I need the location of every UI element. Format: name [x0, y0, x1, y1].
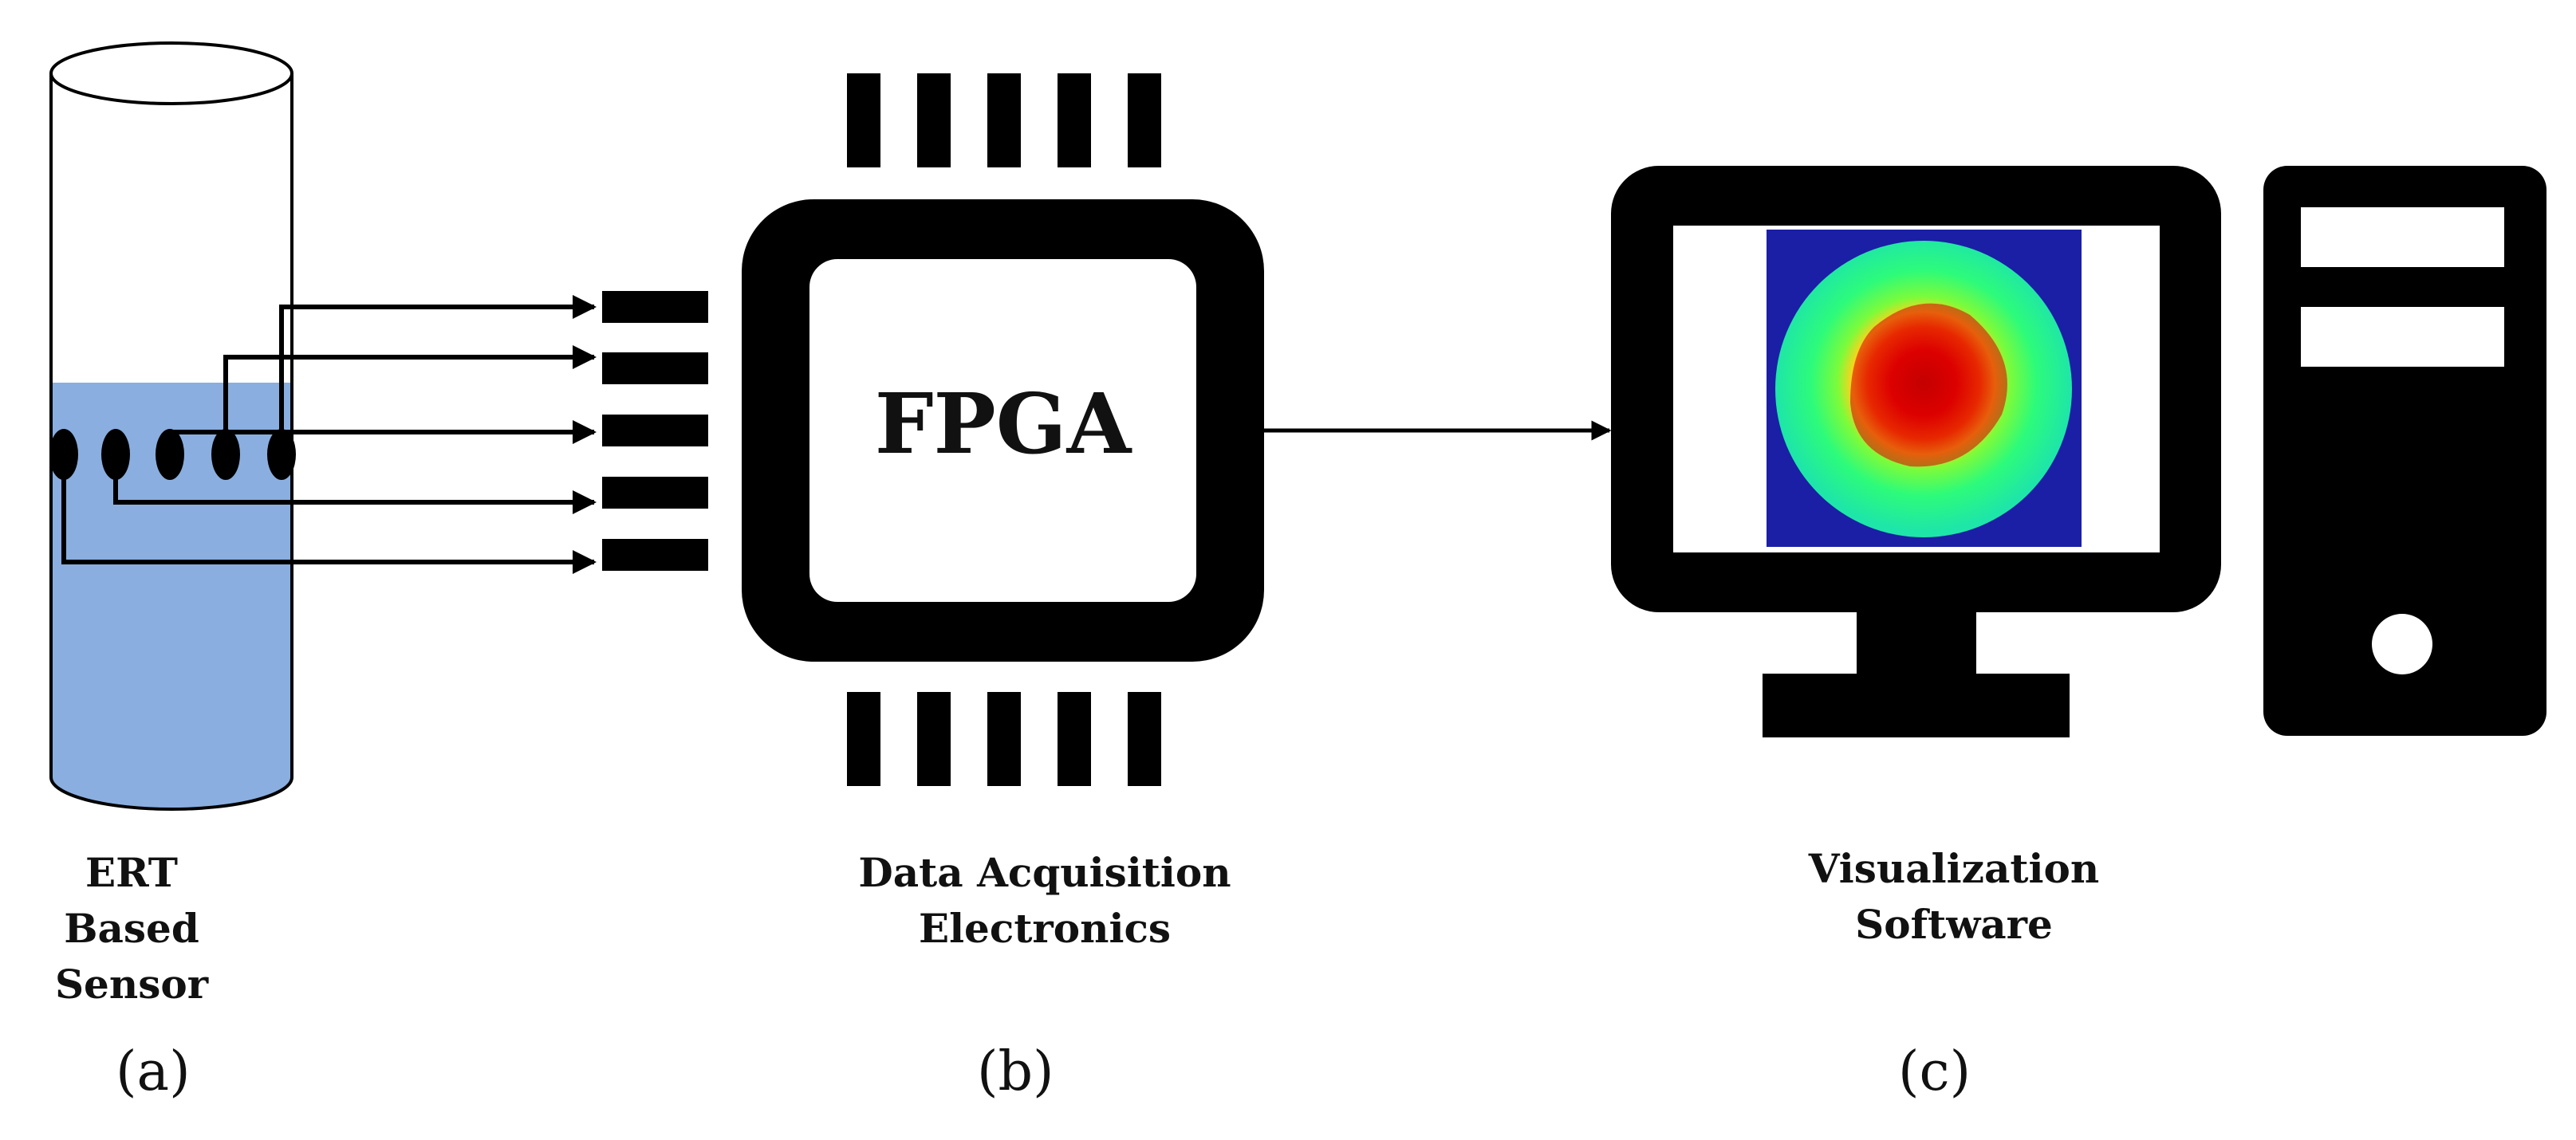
heatmap-image	[1767, 230, 2082, 547]
fpga-chip-label: FPGA	[874, 375, 1132, 473]
panel-a-label: (a)	[116, 1040, 191, 1103]
sensor-label-line2: Sensor	[54, 961, 209, 1008]
cylinder-sensor-icon	[49, 41, 293, 811]
input-pin	[602, 415, 708, 446]
electrode-icon	[267, 429, 296, 480]
daq-input-pins	[602, 291, 708, 571]
daq-label-line2: Electronics	[918, 905, 1172, 952]
wire-2	[223, 345, 597, 434]
electrode-icon	[211, 429, 240, 480]
visualization-label-line2: Software	[1855, 901, 2053, 948]
liquid-fill	[51, 383, 292, 809]
electrode-group	[49, 429, 296, 480]
input-pin	[602, 477, 708, 509]
daq-label: Data Acquisition Electronics	[821, 845, 1268, 957]
visualization-label-line1: Visualization	[1808, 845, 2100, 892]
panel-c-label: (c)	[1898, 1040, 1971, 1103]
sensor-label: ERT Based Sensor	[24, 845, 239, 1012]
electrode-icon	[156, 429, 184, 480]
wire-4	[113, 474, 597, 514]
fpga-chip-icon	[742, 73, 1264, 786]
computer-tower-icon	[2263, 166, 2546, 736]
input-pin	[602, 539, 708, 571]
daq-label-line1: Data Acquisition	[858, 849, 1231, 896]
electrode-icon	[49, 429, 78, 480]
sensor-label-line1: ERT Based	[64, 849, 199, 952]
wire-5	[61, 474, 597, 574]
input-pin	[602, 291, 708, 323]
input-pin	[602, 352, 708, 384]
panel-b-label: (b)	[977, 1040, 1054, 1103]
electrode-icon	[101, 429, 130, 480]
electrode-wires	[61, 295, 597, 574]
visualization-label: Visualization Software	[1755, 841, 2153, 953]
wire-1	[279, 295, 597, 434]
